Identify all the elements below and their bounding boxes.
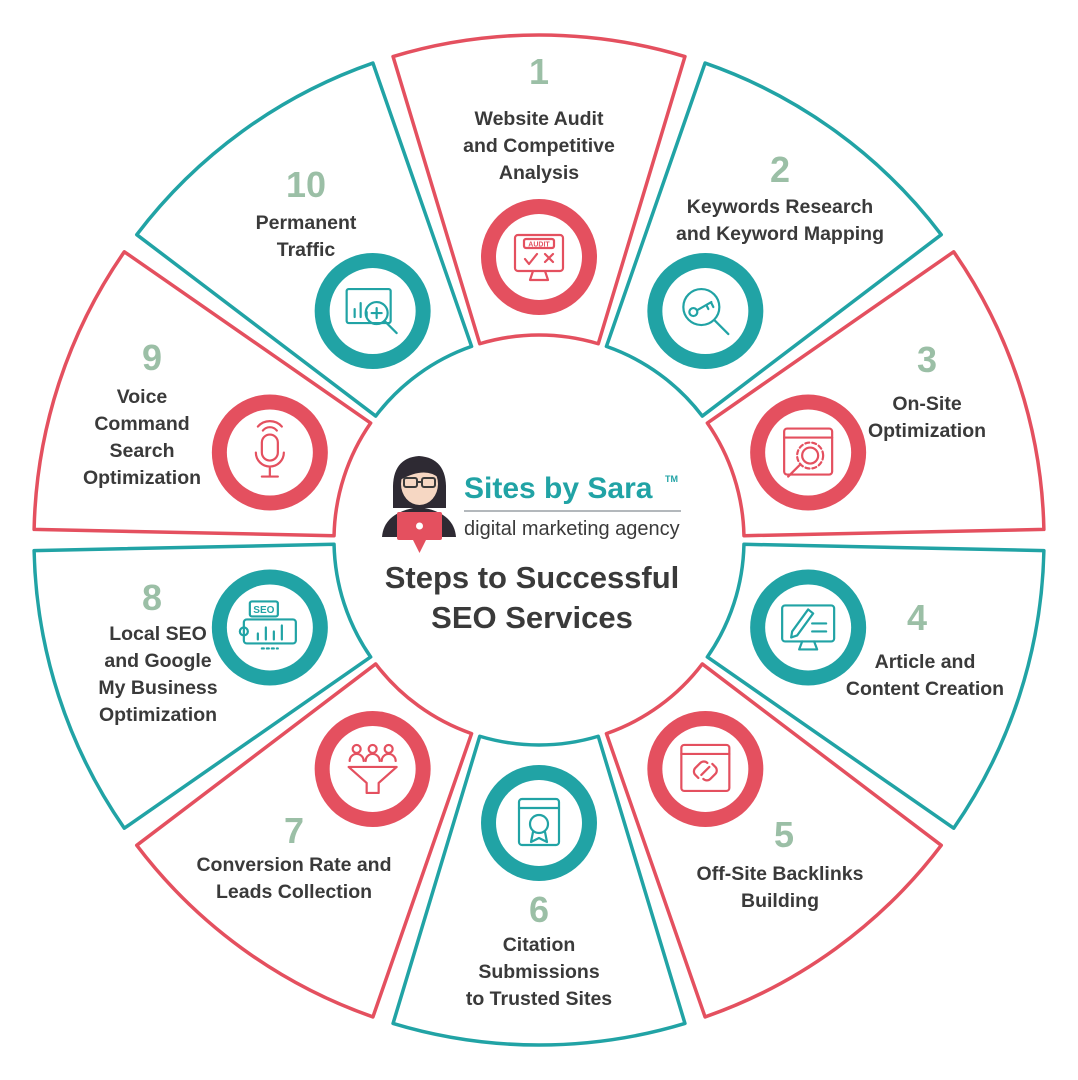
step-title-line: Optimization [99,704,217,726]
step-title-line: Citation [503,934,576,956]
step-title-line: My Business [98,677,217,699]
step-title-line: Off-Site Backlinks [697,863,864,885]
step-6-segment [391,734,687,1047]
step-number: 5 [774,814,794,855]
center-title-line-1: Steps to Successful [385,560,680,595]
step-title-line: Keywords Research [687,196,873,218]
audit-monitor-icon: AUDIT [513,233,565,282]
seo-analytics-icon: SEO [238,600,297,650]
step-number: 4 [907,597,927,638]
step-number: 7 [284,810,304,851]
step-title-line: and Keyword Mapping [676,223,884,245]
step-title-line: Traffic [277,239,336,261]
step-title-line: Voice [117,386,168,408]
step-title-line: Website Audit [475,108,604,130]
people-funnel-icon [347,743,398,795]
microphone-icon [254,420,285,478]
key-magnifier-icon [682,287,730,336]
step-title-line: Optimization [83,467,201,489]
certificate-badge-icon [517,797,561,847]
avatar [382,456,456,553]
step-title-line: Permanent [256,212,357,234]
brand-tagline: digital marketing agency [464,518,680,540]
step-title-line: Content Creation [846,678,1004,700]
step-title-line: to Trusted Sites [466,988,612,1010]
brand-trademark: TM [665,474,678,484]
step-title-line: Local SEO [109,623,207,645]
svg-text:SEO: SEO [253,605,274,616]
step-number: 3 [917,339,937,380]
step-title-line: On-Site [892,393,961,415]
step-number: 6 [529,889,549,930]
step-1-segment [391,33,687,346]
step-title-line: Article and [875,651,976,673]
step-number: 2 [770,149,790,190]
step-number: 8 [142,577,162,618]
pencil-monitor-icon [781,604,836,651]
step-number: 1 [529,51,549,92]
step-title-line: Conversion Rate and [196,854,391,876]
gear-search-window-icon [783,427,834,478]
step-title-line: and Competitive [463,135,615,157]
step-number: 10 [286,164,326,205]
svg-text:AUDIT: AUDIT [528,242,550,249]
step-title-line: Analysis [499,162,579,184]
step-title-line: Optimization [868,420,986,442]
step-title-line: Search [109,440,174,462]
link-window-icon [680,743,731,793]
center-title-line-2: SEO Services [431,600,633,635]
step-title-line: and Google [104,650,211,672]
step-title-line: Command [94,413,189,435]
brand-name: Sites by Sara [464,472,653,505]
traffic-chart-magnifier-icon [345,287,398,335]
center-brand: Sites by Sara TM digital marketing agenc… [382,456,681,635]
step-title-line: Leads Collection [216,881,372,903]
step-title-line: Building [741,890,819,912]
step-title-line: Submissions [478,961,600,983]
step-number: 9 [142,337,162,378]
